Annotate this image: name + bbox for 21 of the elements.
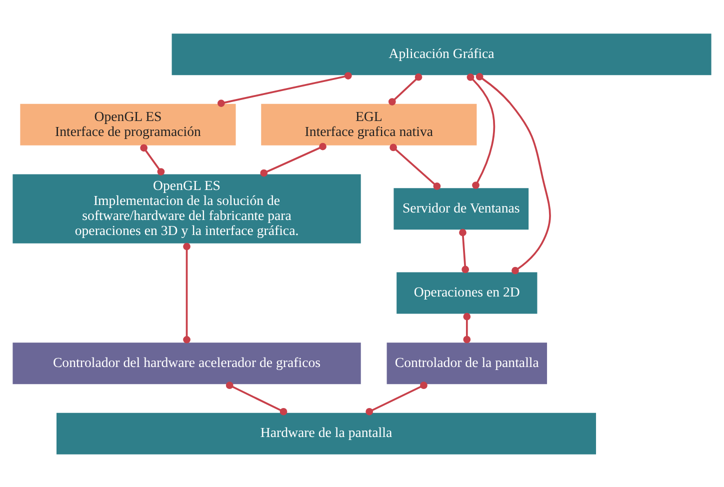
node-box: OpenGL ES Implementacion de la solución de software/hardware del fabricante para operaciones en 3D y la interface gráfica. — [12, 174, 361, 243]
connector — [390, 143, 441, 190]
node-box: Controlador de la pantalla — [386, 342, 548, 384]
connector — [476, 72, 551, 274]
connector — [217, 72, 352, 106]
connector — [466, 73, 496, 188]
connector — [463, 312, 471, 343]
node-box: Hardware de la pantalla — [56, 412, 596, 454]
node-box: Aplicación Gráfica — [172, 33, 712, 75]
node-box: EGL Interface grafica nativa — [261, 103, 477, 145]
connector — [388, 72, 422, 105]
node-box: Controlador del hardware acelerador de graficos — [12, 342, 361, 384]
node-box: Servidor de Ventanas — [394, 188, 529, 230]
connector — [183, 242, 190, 343]
connector — [226, 381, 288, 415]
node-box: Operaciones en 2D — [396, 272, 538, 314]
node-box: OpenGL ES Interface de programación — [20, 103, 236, 145]
connector — [260, 142, 326, 176]
connector — [140, 144, 165, 175]
connector — [366, 381, 428, 415]
connector — [459, 228, 470, 273]
